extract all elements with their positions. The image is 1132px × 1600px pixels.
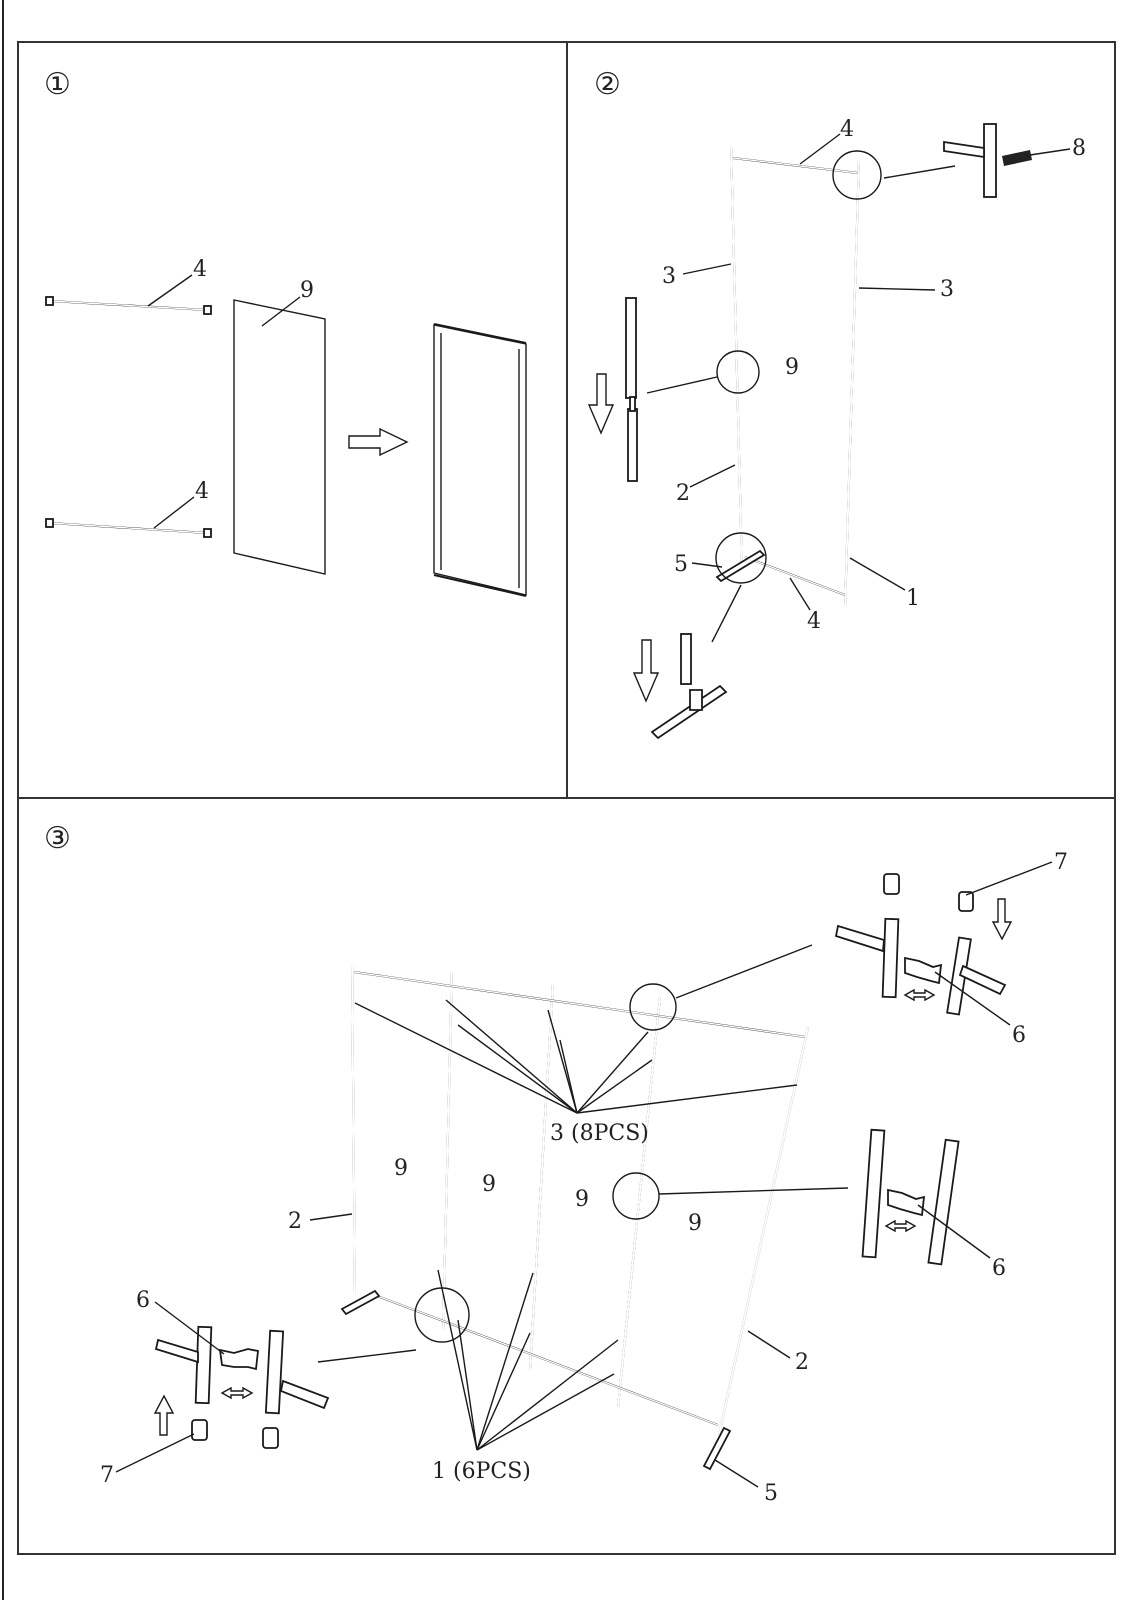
leader-pole-left-3: [309, 1213, 353, 1221]
label-lower-poles: 1 (6PCS): [432, 1459, 531, 1484]
detail-circle-3-bottom: [414, 1287, 470, 1343]
label-bar-top: 4: [193, 257, 207, 282]
double-arrow-icon-2: [884, 1219, 917, 1233]
arrow-down-icon-3: [991, 898, 1013, 941]
label-pole-right-3: 2: [795, 1350, 809, 1375]
label-clip-top-right: 6: [1012, 1023, 1026, 1048]
detail-circle-3-middle: [612, 1172, 660, 1220]
banner-sheet: [233, 299, 326, 575]
label-pole-right-top: 3: [940, 277, 954, 302]
leader-cap-top-right: [965, 861, 1053, 896]
leader-cap-left: [115, 1433, 195, 1473]
label-top-bar: 4: [840, 117, 854, 142]
label-foot-3: 5: [764, 1481, 778, 1506]
label-cap-left: 7: [100, 1463, 114, 1488]
arrow-right-icon: [348, 427, 409, 457]
label-bottom-bar: 4: [807, 609, 821, 634]
step-2-panel: ② 8: [587, 67, 1086, 740]
detail-circle-3-top: [629, 983, 677, 1031]
end-cap-icon-4: [262, 1427, 279, 1449]
leader-pole-right-bottom: [849, 557, 906, 591]
label-cap-top-right: 7: [1054, 850, 1068, 875]
arrow-up-icon: [153, 1394, 175, 1436]
leader-clip-top-right: [934, 971, 1011, 1026]
detail-top-right: [834, 873, 1013, 1016]
leader-foot-3: [714, 1459, 759, 1488]
detail-circle-top: [832, 150, 882, 200]
detail-bottom-left: [153, 1325, 330, 1449]
label-foot: 5: [674, 552, 688, 577]
label-pole-left-bottom: 2: [676, 481, 690, 506]
leader-bottom-bar: [789, 577, 811, 611]
leader-clip-mid-right: [917, 1204, 991, 1259]
leaders-upper-poles: [354, 999, 798, 1114]
detail-circle-middle: [716, 350, 760, 394]
label-banner-2: 9: [785, 355, 799, 380]
step-1-number: ①: [44, 67, 71, 102]
pole-joint-detail: [625, 297, 638, 482]
label-bar-bottom: 4: [195, 479, 209, 504]
detail-circle-bottom: [715, 532, 767, 584]
arrow-down-icon-2: [632, 639, 660, 703]
label-banner-3-4: 9: [688, 1211, 702, 1236]
clip-icon-2: [887, 1188, 926, 1217]
label-upper-poles: 3 (8PCS): [550, 1121, 649, 1146]
assembled-banner: [433, 323, 527, 597]
label-pole-right-bottom: 1: [906, 586, 920, 611]
clip-icon-3: [218, 1348, 259, 1371]
double-arrow-icon-3: [220, 1386, 254, 1400]
detail-middle-right: [861, 1128, 960, 1266]
step-3-number: ③: [44, 821, 71, 856]
step-1-panel: ① 4 9 4: [44, 67, 527, 597]
leader-bar-bottom: [153, 496, 195, 529]
screw-detail: [943, 123, 1071, 198]
multi-panel-frame: [340, 961, 809, 1471]
leader-foot: [691, 562, 723, 568]
arrow-down-icon-1: [587, 373, 615, 435]
screw-icon: [1002, 150, 1032, 166]
label-clip-left: 6: [136, 1288, 150, 1313]
leader-pole-right-top: [858, 287, 936, 291]
leaders-lower-poles: [437, 1269, 619, 1451]
label-pole-left-3: 2: [288, 1209, 302, 1234]
label-pole-left-top: 3: [662, 264, 676, 289]
leader-pole-left-top: [682, 263, 732, 275]
double-arrow-icon-1: [903, 988, 936, 1002]
clip-icon-1: [904, 956, 943, 985]
leader-top-bar: [799, 133, 841, 165]
label-banner-3-1: 9: [394, 1156, 408, 1181]
step-3-panel: ③: [44, 821, 1068, 1506]
leader-pole-left-bottom: [689, 464, 736, 488]
crossbar-bottom: [45, 518, 212, 538]
label-screw: 8: [1072, 136, 1086, 161]
foot-detail: [650, 633, 728, 740]
leader-banner: [261, 296, 301, 327]
leader-clip-left: [154, 1301, 225, 1355]
label-banner: 9: [300, 278, 314, 303]
crossbar-top: [45, 296, 212, 315]
end-cap-icon-1: [883, 873, 900, 895]
leader-bar-top: [147, 274, 193, 307]
leader-pole-right-3: [747, 1330, 791, 1359]
single-frame: [715, 144, 860, 609]
step-2-number: ②: [594, 67, 621, 102]
label-clip-mid-right: 6: [992, 1256, 1006, 1281]
end-cap-icon-3: [191, 1419, 208, 1441]
label-banner-3-3: 9: [575, 1187, 589, 1212]
end-cap-icon-2: [958, 891, 974, 912]
label-banner-3-2: 9: [482, 1172, 496, 1197]
